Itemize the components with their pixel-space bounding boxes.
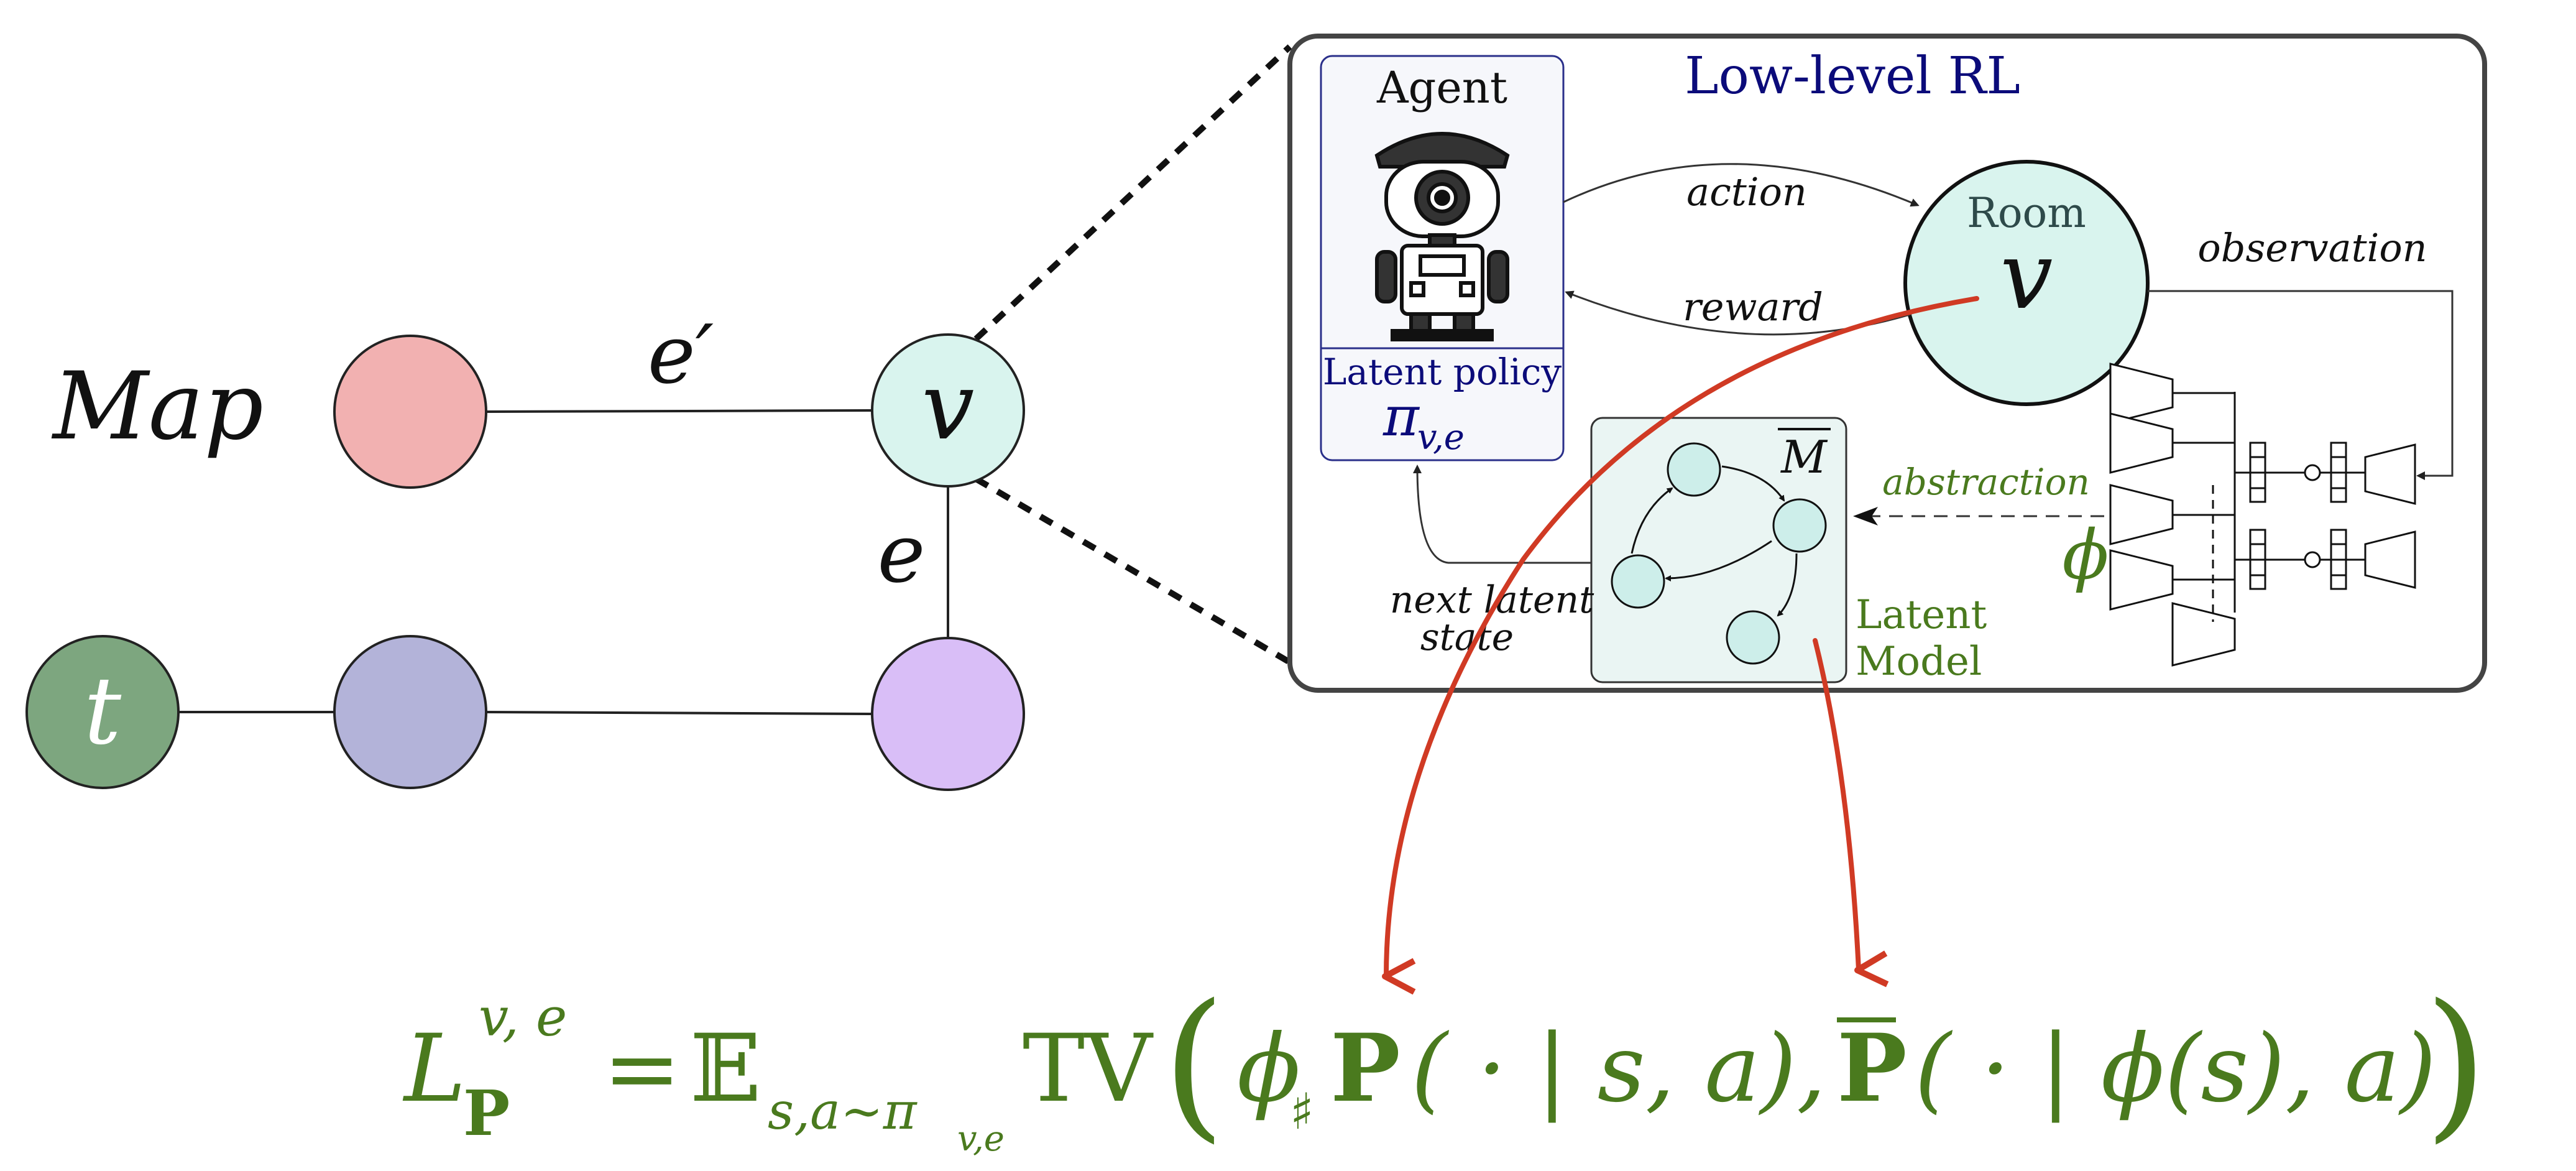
node-purple bbox=[871, 637, 1025, 791]
eq-sharp: ♯ bbox=[1290, 1083, 1314, 1141]
zoom-line-top bbox=[973, 44, 1292, 341]
low-level-panel: Low-level RL Agent Latent policy π v, bbox=[1287, 34, 2487, 693]
eq-tv: TV bbox=[1023, 1015, 1154, 1123]
node-red bbox=[333, 335, 487, 489]
abstraction-label: abstraction bbox=[1882, 461, 2090, 503]
node-t-label: t bbox=[84, 657, 122, 766]
action-label: action bbox=[1686, 169, 1807, 215]
phi-label: ϕ bbox=[2063, 515, 2109, 595]
eq-P: P bbox=[1330, 1014, 1401, 1123]
room-label: Room bbox=[1967, 189, 2086, 237]
latent-model-title: M bbox=[1778, 428, 1831, 483]
eq-arg2: ( · | ϕ(s), a) bbox=[1915, 1015, 2436, 1123]
room-symbol: v bbox=[2000, 222, 2053, 330]
eq-expectation: 𝔼 bbox=[690, 1015, 761, 1123]
eq-open-paren: ( bbox=[1162, 970, 1225, 1158]
map-graph: Map v t e′ e bbox=[25, 44, 1292, 791]
red-arrow-room-to-phi bbox=[1382, 296, 1979, 995]
reward-label: reward bbox=[1683, 284, 1823, 330]
eq-Pbar: P bbox=[1837, 1014, 1907, 1123]
node-v bbox=[871, 333, 1025, 488]
eq-equals: = bbox=[603, 1015, 681, 1123]
agent-title: Agent bbox=[1376, 62, 1507, 113]
panel-frame bbox=[1287, 34, 2487, 693]
node-t bbox=[25, 635, 180, 789]
observation-arrow bbox=[2148, 290, 2454, 480]
policy-symbol: π v,e bbox=[1382, 384, 1465, 458]
loss-equation: L v, e P = 𝔼 s,a∼π v,e TV ( ϕ ♯ P ( · | … bbox=[402, 970, 2487, 1159]
eq-phi: ϕ bbox=[1237, 1015, 1300, 1123]
red-annotation-arrows bbox=[1382, 296, 1979, 995]
zoom-line-bottom bbox=[974, 476, 1292, 665]
observation-label: observation bbox=[2197, 225, 2427, 271]
room-node bbox=[1903, 160, 2150, 406]
policy-label: Latent policy bbox=[1323, 351, 1562, 393]
red-arrow-model-to-pbar bbox=[1813, 638, 1889, 988]
edge-e-label: e bbox=[878, 506, 926, 601]
panel-title: Low-level RL bbox=[1685, 47, 2020, 106]
policy-pi: π bbox=[1382, 384, 1420, 448]
encoder-network-icon bbox=[2109, 363, 2416, 667]
edge-blue-purple bbox=[484, 711, 874, 715]
latent-model-graph-icon bbox=[1611, 442, 1827, 665]
edge-e-prime-label: e′ bbox=[648, 307, 714, 402]
eq-expectation-subsubscript: v,e bbox=[957, 1119, 1005, 1159]
node-blue bbox=[333, 635, 487, 789]
map-label: Map bbox=[51, 353, 264, 461]
latent-model-symbol: M bbox=[1780, 431, 1828, 483]
latent-model-label-2: Model bbox=[1856, 639, 1982, 685]
policy-subscript: v,e bbox=[1417, 417, 1465, 458]
robot-icon bbox=[1374, 132, 1510, 341]
eq-close-paren: ) bbox=[2424, 970, 2487, 1158]
eq-arg1: ( · | s, a), bbox=[1411, 1015, 1826, 1123]
edge-e-prime bbox=[484, 409, 874, 413]
eq-expectation-subscript: s,a∼π bbox=[768, 1082, 918, 1141]
eq-L: L bbox=[402, 1015, 466, 1123]
next-latent-state-arrow bbox=[1413, 465, 1591, 564]
latent-model-label-1: Latent bbox=[1856, 592, 1987, 638]
eq-L-subscript: P bbox=[463, 1076, 510, 1150]
eq-L-superscript: v, e bbox=[479, 987, 567, 1048]
action-arrow bbox=[1563, 163, 1920, 207]
node-v-label: v bbox=[922, 353, 975, 461]
